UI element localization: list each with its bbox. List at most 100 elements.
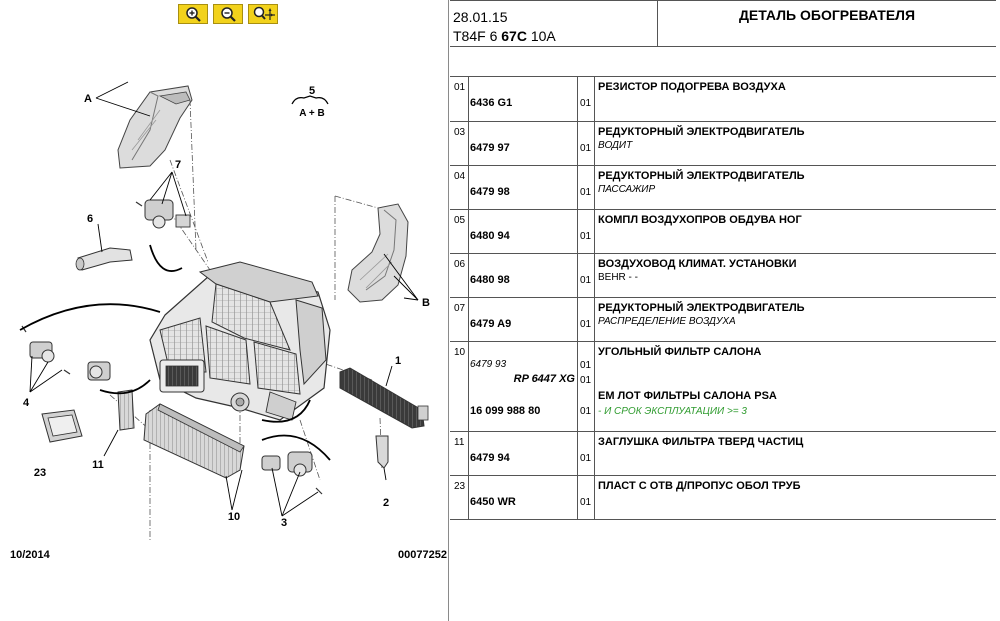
- part-number[interactable]: 6480 94: [470, 230, 510, 242]
- quantity: 01: [580, 497, 592, 508]
- row-qty: 01: [578, 432, 595, 475]
- quantity: 01: [580, 275, 592, 286]
- duct-a: [117, 85, 193, 169]
- label-23: 23: [34, 467, 46, 479]
- part-number[interactable]: 6479 98: [470, 186, 510, 198]
- row-qty: 01: [578, 298, 595, 341]
- row-ref[interactable]: 6436 G1: [469, 77, 578, 121]
- heater-exploded-diagram: A 5 A + B 7 6 B 1 4 23 11 2 10 3: [19, 81, 430, 540]
- row-ref[interactable]: 6479 97: [469, 122, 578, 165]
- part-number[interactable]: 6436 G1: [470, 97, 513, 109]
- table-row[interactable]: 07 6479 A9 01 РЕДУКТОРНЫЙ ЭЛЕКТРОДВИГАТЕ…: [450, 298, 996, 342]
- heater-housing: [149, 261, 331, 421]
- table-row[interactable]: 06 6480 98 01 ВОЗДУХОВОД КЛИМАТ. УСТАНОВ…: [450, 254, 996, 298]
- part-note: ПАССАЖИР: [598, 184, 656, 195]
- part-number[interactable]: 6480 98: [470, 274, 510, 286]
- plug-11: [117, 389, 135, 431]
- row-index: 04: [450, 166, 469, 209]
- label-3: 3: [281, 517, 287, 529]
- row-ref[interactable]: 6480 98: [469, 254, 578, 297]
- row-desc: УГОЛЬНЫЙ ФИЛЬТР САЛОНА ЕМ ЛОТ ФИЛЬТРЫ СА…: [595, 342, 996, 431]
- part-number[interactable]: 6479 A9: [470, 318, 512, 330]
- table-row[interactable]: 23 6450 WR 01 ПЛАСТ С ОТВ Д/ПРОПУС ОБОЛ …: [450, 476, 996, 520]
- quantity: 01: [580, 406, 592, 417]
- quantity: 01: [580, 187, 592, 198]
- part-description: ЗАГЛУШКА ФИЛЬТРА ТВЕРД ЧАСТИЦ: [598, 436, 804, 448]
- row-desc: КОМПЛ ВОЗДУХОПРОВ ОБДУВА НОГ: [595, 210, 996, 253]
- header-code: T84F 6 67C 10A: [453, 28, 556, 44]
- row-ref[interactable]: 6450 WR: [469, 476, 578, 519]
- part-number-oem[interactable]: 16 099 988 80: [470, 405, 541, 417]
- part-description: РЕДУКТОРНЫЙ ЭЛЕКТРОДВИГАТЕЛЬ: [598, 126, 805, 138]
- part-description: РЕДУКТОРНЫЙ ЭЛЕКТРОДВИГАТЕЛЬ: [598, 170, 805, 182]
- label-11: 11: [92, 459, 104, 471]
- label-5-sub: A + B: [299, 108, 324, 119]
- part-number[interactable]: 6450 WR: [470, 496, 516, 508]
- cabin-filter-10: [143, 403, 245, 479]
- part-number-alt[interactable]: RP 6447 XG: [513, 373, 575, 385]
- part-number[interactable]: 6479 93: [470, 359, 507, 370]
- label-1: 1: [395, 355, 401, 367]
- diagram-footer-date: 10/2014: [10, 549, 50, 561]
- row-qty: 01: [578, 254, 595, 297]
- label-6: 6: [87, 213, 93, 225]
- parts-table-panel: 28.01.15 T84F 6 67C 10A ДЕТАЛЬ ОБОГРЕВАТ…: [450, 0, 1000, 621]
- group-arcs: [19, 244, 331, 461]
- actuator-3: [261, 451, 323, 495]
- row-ref[interactable]: 6479 93 RP 6447 XG 16 099 988 80: [469, 342, 578, 431]
- zoom-in-button[interactable]: [178, 4, 208, 24]
- row-qty: 01: [578, 77, 595, 121]
- zoom-fit-icon: [253, 6, 275, 20]
- row-index: 05: [450, 210, 469, 253]
- cover-23: [41, 409, 83, 443]
- part-description: УГОЛЬНЫЙ ФИЛЬТР САЛОНА: [598, 346, 762, 358]
- brace-5: [291, 95, 329, 105]
- part-number[interactable]: 6479 94: [470, 452, 510, 464]
- actuator-7: [135, 199, 191, 229]
- row-qty: 01 01 01: [578, 342, 595, 431]
- row-index: 10: [450, 342, 469, 431]
- quantity: 01: [580, 98, 592, 109]
- header-meta: 28.01.15 T84F 6 67C 10A: [450, 1, 658, 47]
- table-row[interactable]: 01 6436 G1 01 РЕЗИСТОР ПОДОГРЕВА ВОЗДУХА: [450, 77, 996, 122]
- part-description: РЕДУКТОРНЫЙ ЭЛЕКТРОДВИГАТЕЛЬ: [598, 302, 805, 314]
- header-code-bold: 67C: [501, 28, 527, 44]
- leader-lines: [29, 81, 419, 517]
- table-row[interactable]: 05 6480 94 01 КОМПЛ ВОЗДУХОПРОВ ОБДУВА Н…: [450, 210, 996, 254]
- label-a: A: [84, 93, 92, 105]
- row-ref[interactable]: 6479 94: [469, 432, 578, 475]
- table-row[interactable]: 10 6479 93 RP 6447 XG 16 099 988 80 01 0…: [450, 342, 996, 432]
- zoom-out-button[interactable]: [213, 4, 243, 24]
- diagram-footer-code: 00077252: [398, 549, 447, 561]
- label-2: 2: [383, 497, 389, 509]
- duct-b: [347, 203, 409, 303]
- zoom-fit-button[interactable]: [248, 4, 278, 24]
- row-ref[interactable]: 6480 94: [469, 210, 578, 253]
- row-ref[interactable]: 6479 98: [469, 166, 578, 209]
- row-qty: 01: [578, 210, 595, 253]
- row-index: 06: [450, 254, 469, 297]
- part-number[interactable]: 6479 97: [470, 142, 510, 154]
- quantity: 01: [580, 319, 592, 330]
- table-row[interactable]: 11 6479 94 01 ЗАГЛУШКА ФИЛЬТРА ТВЕРД ЧАС…: [450, 432, 996, 476]
- table-row[interactable]: 04 6479 98 01 РЕДУКТОРНЫЙ ЭЛЕКТРОДВИГАТЕ…: [450, 166, 996, 210]
- row-ref[interactable]: 6479 A9: [469, 298, 578, 341]
- part-note: - И СРОК ЭКСПЛУАТАЦИИ >= 3: [598, 406, 747, 417]
- actuator-4: [21, 325, 111, 381]
- zoom-out-icon: [221, 7, 236, 22]
- row-qty: 01: [578, 476, 595, 519]
- duct-6: [75, 247, 133, 271]
- quantity: 01: [580, 360, 592, 371]
- header-code-prefix: T84F 6: [453, 28, 498, 44]
- quantity: 01: [580, 375, 592, 386]
- part-description: ПЛАСТ С ОТВ Д/ПРОПУС ОБОЛ ТРУБ: [598, 480, 801, 492]
- row-desc: РЕЗИСТОР ПОДОГРЕВА ВОЗДУХА: [595, 77, 996, 121]
- diagram-panel: A 5 A + B 7 6 B 1 4 23 11 2 10 3 10/2014…: [0, 0, 449, 621]
- row-index: 11: [450, 432, 469, 475]
- part-note: BEHR - -: [598, 272, 638, 283]
- table-row[interactable]: 03 6479 97 01 РЕДУКТОРНЫЙ ЭЛЕКТРОДВИГАТЕ…: [450, 122, 996, 166]
- header-date: 28.01.15: [453, 9, 508, 25]
- label-5: 5: [309, 85, 315, 97]
